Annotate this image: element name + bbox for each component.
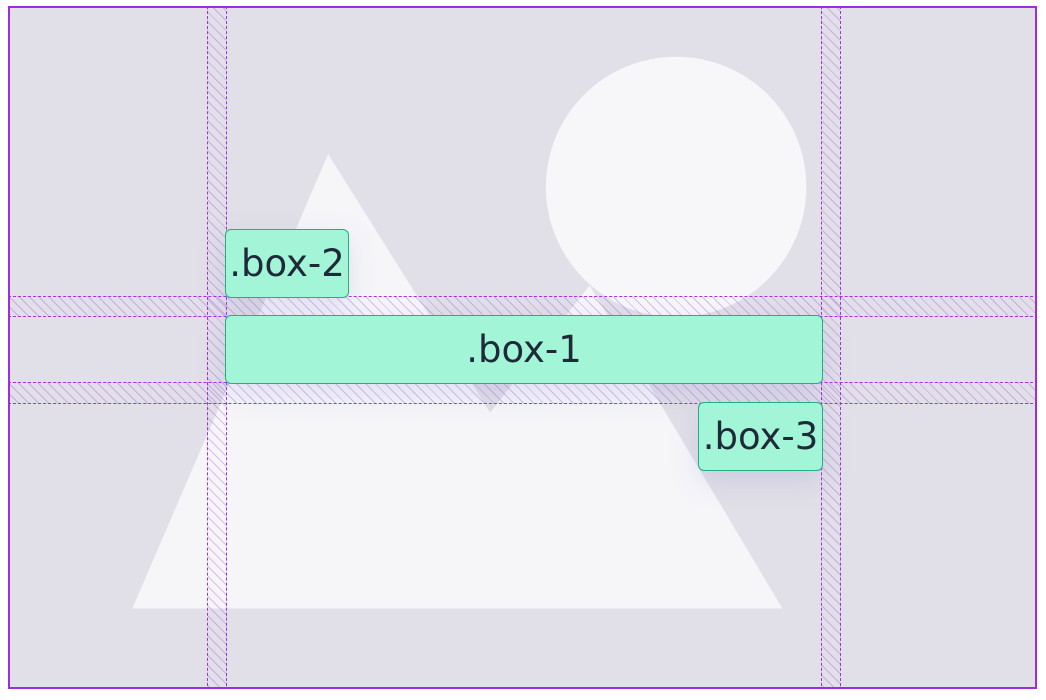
- row-gap-bottom: [10, 382, 1035, 404]
- column-gap-right: [821, 8, 841, 687]
- box-2: .box-2: [225, 229, 349, 298]
- box-1: .box-1: [225, 315, 823, 384]
- row-gap-top: [10, 296, 1035, 317]
- sun-shape: [545, 56, 807, 318]
- column-gap-left: [207, 8, 227, 687]
- box-3: .box-3: [698, 402, 823, 471]
- grid-container: .box-2 .box-1 .box-3: [8, 6, 1037, 689]
